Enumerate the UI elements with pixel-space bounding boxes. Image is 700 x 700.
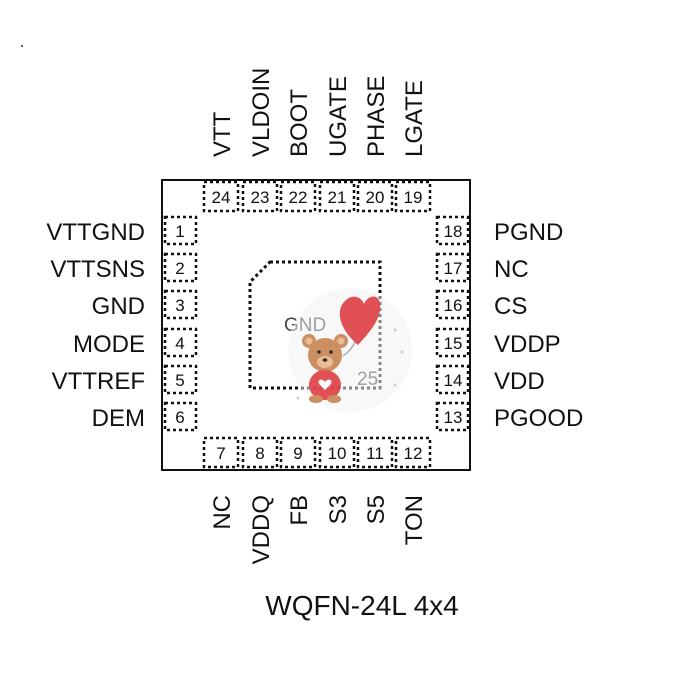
pin-number-8: 8: [255, 444, 264, 463]
pin-label-2: VTTSNS: [50, 256, 145, 283]
pin-label-18: PGND: [494, 219, 563, 246]
pin-pad-15: [435, 327, 470, 358]
pin-label-11: S5: [363, 495, 390, 524]
pin-number-18: 18: [444, 222, 463, 241]
package-name: WQFN-24L 4x4: [265, 590, 458, 621]
pin-number-17: 17: [444, 259, 463, 278]
pin-number-1: 1: [175, 222, 184, 241]
pin-pad-14: [435, 364, 470, 395]
pin-label-8: VDDQ: [248, 495, 275, 564]
pin-pad-22: [279, 180, 317, 213]
pin-number-24: 24: [212, 188, 231, 207]
pin-label-6: DEM: [92, 405, 145, 432]
pin-number-3: 3: [175, 296, 184, 315]
pin-number-13: 13: [444, 408, 463, 427]
pin-label-1: VTTGND: [46, 219, 145, 246]
pin-pad-21: [318, 180, 356, 213]
pin-pad-12: [394, 436, 432, 469]
pin-pad-9: [279, 436, 317, 469]
pin-number-23: 23: [251, 188, 270, 207]
pin-number-10: 10: [328, 444, 347, 463]
pin-pad-11: [356, 436, 394, 469]
teddy-bear-with-heart-balloon-icon: [288, 288, 412, 412]
top-pin-group: 19 LGATE 20 PHASE 21 UGATE 22 BOOT 23 VLDOIN 24 VTT: [202, 68, 432, 213]
pin-pad-19: [394, 180, 432, 213]
pin-number-9: 9: [293, 444, 302, 463]
pin-label-13: PGOOD: [494, 405, 583, 432]
pin-pad-5: [163, 364, 198, 395]
pin-label-4: MODE: [73, 331, 145, 358]
pin-pad-4: [163, 327, 198, 358]
pin-number-22: 22: [289, 188, 308, 207]
pin-label-16: CS: [494, 293, 527, 320]
pin-number-14: 14: [444, 371, 463, 390]
pin-pad-24: [202, 180, 240, 213]
pin-label-14: VDD: [494, 368, 545, 395]
pin-label-5: VTTREF: [52, 368, 145, 395]
pin-label-24: VTT: [209, 111, 236, 157]
pin-number-7: 7: [216, 444, 225, 463]
pin-label-15: VDDP: [494, 331, 561, 358]
pin-pad-10: [318, 436, 356, 469]
pin-number-16: 16: [444, 296, 463, 315]
pin-pad-23: [241, 180, 279, 213]
pin-number-5: 5: [175, 371, 184, 390]
pin-number-21: 21: [328, 188, 347, 207]
pin-number-19: 19: [404, 188, 423, 207]
package-outline: [161, 179, 471, 471]
pin-number-4: 4: [175, 334, 184, 353]
stray-dot: [21, 45, 23, 47]
right-pin-group: 13 PGOOD 14 VDD 15 VDDP 16 CS 17 NC 18 PGND: [435, 215, 583, 432]
pin-pad-13: [435, 401, 470, 432]
pin-label-22: BOOT: [286, 89, 313, 157]
pin-number-11: 11: [366, 444, 384, 463]
pin-pad-2: [163, 252, 198, 283]
pin-number-12: 12: [404, 444, 423, 463]
pin-pad-3: [163, 289, 198, 320]
pin-pad-1: [163, 215, 198, 246]
pin-label-3: GND: [92, 293, 145, 320]
pin-label-10: S3: [325, 495, 352, 524]
left-pin-group: 1 VTTGND 2 VTTSNS 3 GND 4 MODE 5 VTTREF 6 DEM: [46, 215, 198, 432]
pin-label-9: FB: [286, 495, 313, 526]
pin-label-23: VLDOIN: [248, 68, 275, 157]
pin-label-12: TON: [401, 495, 428, 545]
pin-pad-17: [435, 252, 470, 283]
pin-pad-18: [435, 215, 470, 246]
pin-number-20: 20: [366, 188, 385, 207]
pin-pad-20: [356, 180, 394, 213]
pin-pad-6: [163, 401, 198, 432]
pin-pad-8: [241, 436, 279, 469]
pin-label-20: PHASE: [363, 76, 390, 157]
pin-label-21: UGATE: [325, 76, 352, 157]
pin-number-2: 2: [175, 259, 184, 278]
pin-label-19: LGATE: [401, 80, 428, 157]
pin-label-7: NC: [209, 495, 236, 530]
pin-number-15: 15: [444, 334, 463, 353]
pin-label-17: NC: [494, 256, 529, 283]
pin-number-6: 6: [175, 408, 184, 427]
pin-pad-16: [435, 289, 470, 320]
pin-pad-7: [202, 436, 240, 469]
